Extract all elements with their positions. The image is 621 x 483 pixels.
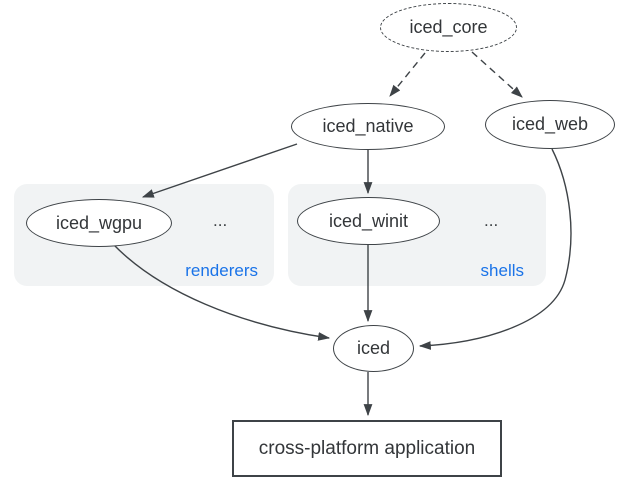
node-iced-core-label: iced_core: [409, 17, 488, 37]
renderers-group-label: renderers: [185, 261, 258, 280]
renderers-ellipsis: ...: [213, 211, 228, 230]
shells-ellipsis: ...: [484, 211, 499, 230]
node-iced-native-label: iced_native: [322, 116, 414, 136]
edge-iced_web-iced: [418, 148, 572, 350]
node-iced-wgpu-label: iced_wgpu: [55, 212, 143, 233]
edge-iced_core-iced_native: [389, 52, 426, 97]
edge-iced_native-iced_wgpu: [141, 143, 298, 198]
node-iced-native: iced_native: [291, 103, 445, 150]
node-iced-core: iced_core: [380, 3, 517, 52]
node-iced: iced: [333, 325, 414, 372]
node-iced-wgpu: iced_wgpu: [26, 199, 172, 247]
edge-iced_core-iced_web: [471, 51, 523, 98]
node-cross-platform-application-label: cross-platform application: [258, 437, 476, 459]
node-iced-web: iced_web: [485, 100, 615, 149]
node-iced-web-label: iced_web: [511, 114, 589, 134]
edge-iced_wgpu-iced: [113, 244, 331, 341]
node-cross-platform-application: cross-platform application: [232, 420, 502, 477]
node-iced-label: iced: [356, 338, 391, 358]
node-iced-winit-label: iced_winit: [328, 210, 409, 231]
node-iced-winit: iced_winit: [297, 197, 440, 245]
shells-group-label: shells: [480, 261, 524, 280]
